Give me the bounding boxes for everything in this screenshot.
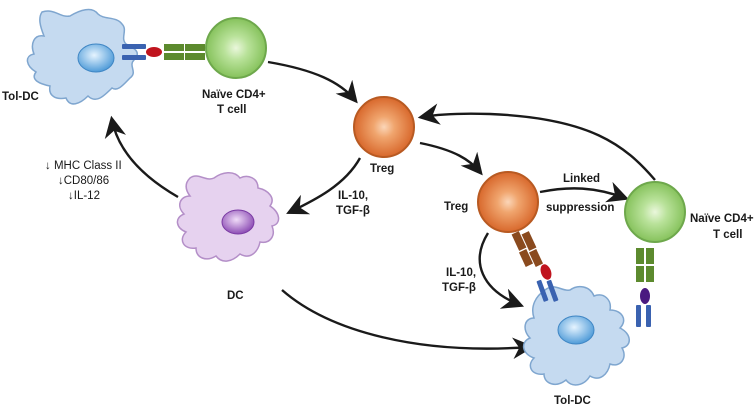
tcr-naive-right (636, 248, 654, 282)
label-il10-left-1: IL-10, (338, 190, 368, 202)
arrow-naive-right-to-treg (417, 103, 656, 181)
tcr-top (164, 44, 205, 60)
dc-cell (176, 172, 280, 262)
treg-center-cell (353, 96, 415, 158)
label-tol-dc-top: Tol-DC (2, 91, 39, 103)
tol-dc-bottom-cell (522, 264, 651, 386)
antigen-top (146, 47, 162, 57)
label-treg-right: Treg (444, 201, 468, 213)
antigen-red-bottom (540, 264, 552, 280)
mhc-top (122, 44, 162, 60)
tcr-treg-right (511, 231, 544, 267)
tol-dc-bottom-nucleus (557, 315, 595, 345)
antigen-purple-bottom (640, 288, 650, 304)
treg-right-cell (477, 171, 544, 267)
label-naive-top-2: T cell (217, 104, 246, 116)
label-il10-right-1: IL-10, (446, 267, 476, 279)
arrow-dc-to-toldc (104, 115, 179, 199)
arrow-dc-to-toldc-bottom (281, 289, 535, 360)
label-linked-1: Linked (563, 173, 600, 185)
label-linked-2: suppression (546, 202, 614, 214)
label-naive-right-1: Naïve CD4+ (690, 213, 754, 225)
naive-cd4-top-cell (205, 17, 267, 79)
arrow-treg-to-toldc-bottom (478, 232, 525, 309)
label-naive-right-2: T cell (713, 229, 742, 241)
arrow-treg-to-treg (419, 141, 483, 176)
mhc-bottom-left (536, 264, 559, 302)
arrow-naive-to-treg (267, 60, 358, 104)
tol-dc-top-nucleus (77, 43, 115, 73)
label-il12: ↓IL-12 (68, 190, 100, 202)
arrow-linked-suppression (539, 181, 630, 203)
label-naive-top-1: Naïve CD4+ (202, 89, 266, 101)
labels: Tol-DC Naïve CD4+ T cell Treg ↓ MHC Clas… (2, 89, 754, 407)
label-tol-dc-bottom: Tol-DC (554, 395, 591, 407)
label-il10-left-2: TGF-β (336, 205, 370, 217)
arrows (104, 60, 656, 360)
label-cd80: ↓CD80/86 (58, 175, 109, 187)
label-mhc: ↓ MHC Class II (45, 160, 122, 172)
naive-cd4-right-cell (624, 181, 686, 282)
arrow-treg-to-dc (286, 157, 362, 215)
label-treg-center: Treg (370, 163, 394, 175)
label-dc: DC (227, 290, 244, 302)
label-il10-right-2: TGF-β (442, 282, 476, 294)
dc-nucleus (221, 209, 255, 235)
mhc-bottom-right (636, 288, 651, 327)
tol-dc-top-cell (26, 8, 205, 105)
